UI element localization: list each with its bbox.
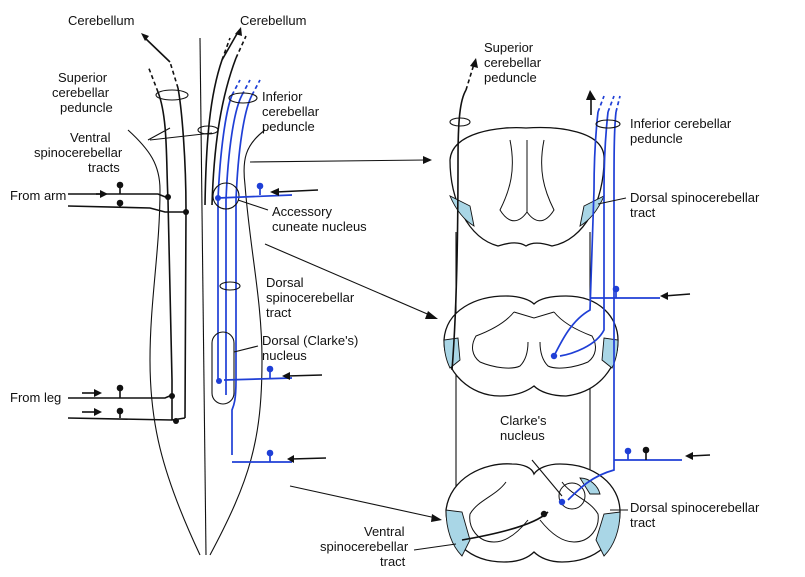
arrow-cerebellum-left: [145, 38, 170, 62]
label-clarkes-nucleus-left: Dorsal (Clarke's) nucleus: [262, 333, 362, 363]
label-accessory-cuneate: Accessory cuneate nucleus: [272, 204, 367, 234]
label-cerebellum-right: Cerebellum: [240, 13, 306, 28]
accessory-bulb: [257, 183, 264, 190]
clarke-dot-left: [216, 378, 222, 384]
right-arrowhead-mid: [660, 292, 668, 300]
label-inferior-peduncle-right: Inferior cerebellar peduncle: [630, 116, 735, 146]
label-superior-peduncle-left: Superior cerebellar peduncle: [52, 70, 113, 115]
label-ventral-tracts-left: Ventral spinocerebellar tracts: [34, 130, 126, 175]
right-bulb-bottom-black: [643, 447, 650, 454]
leg-nucleus-dot-1: [169, 393, 175, 399]
accessory-input-arrow: [276, 190, 318, 192]
lower-bulb: [267, 450, 274, 457]
superior-peduncle-ring: [156, 90, 188, 100]
label-ventral-tract-right: Ventral spinocerebellar tract: [320, 524, 412, 569]
projection-arrowhead-mid: [425, 311, 438, 319]
leg-input-2: [68, 418, 185, 420]
clarke-bulb: [267, 366, 274, 373]
right-arrowhead-bottom: [685, 452, 693, 460]
ventral-dot-right: [541, 511, 547, 517]
leg-bulb-2: [117, 408, 124, 415]
dorsal-tract-blue-1: [218, 95, 232, 380]
pointer-clarke: [234, 346, 258, 352]
arm-arrowhead-1: [100, 190, 108, 198]
right-bulb-bottom-blue: [625, 448, 632, 455]
lower-input-arrow: [291, 458, 326, 459]
dorsal-dot-right-mid: [551, 353, 557, 359]
peduncle-dash-2: [170, 62, 178, 88]
peduncle-dash-1: [148, 66, 158, 92]
label-dorsal-tract-right-top: Dorsal spinocerebellar tract: [630, 190, 763, 220]
label-from-leg: From leg: [10, 390, 61, 405]
cross-section-middle: [444, 296, 618, 396]
dorsal-right-dash: [598, 96, 620, 112]
projection-arrowhead-bottom: [431, 514, 442, 522]
dorsal-tract-blue-3: [232, 95, 252, 455]
accessory-input-blue: [218, 195, 292, 198]
label-dorsal-tract-left: Dorsal spinocerebellar tract: [266, 275, 358, 320]
cross-section-top: [450, 128, 604, 246]
pointer-ventral: [148, 128, 212, 140]
label-clarkes-nucleus-right: Clarke's nucleus: [500, 413, 550, 443]
projection-arrow-top: [250, 160, 426, 162]
arm-bulb-1: [117, 182, 124, 189]
dorsal-ring-left: [220, 282, 240, 290]
arm-bulb-2: [117, 200, 124, 207]
label-superior-peduncle-right: Superior cerebellar peduncle: [484, 40, 545, 85]
peduncle-dash-4: [236, 36, 246, 58]
ventral-tract-2: [178, 88, 186, 418]
leg-nucleus-dot-2: [173, 418, 179, 424]
pointer-ventral-right: [414, 544, 456, 550]
arrow-cerebellum-right: [222, 32, 238, 60]
pointer-accessory: [238, 200, 268, 210]
cord-midline: [200, 38, 206, 555]
inferior-ring-right: [596, 120, 620, 128]
accessory-input-arrowhead: [270, 188, 279, 196]
clarke-nucleus-capsule: [212, 332, 234, 404]
projection-arrowhead-top: [423, 156, 432, 164]
superior-arrowhead-right: [470, 58, 478, 68]
superior-tract-right-dash: [466, 64, 474, 90]
arm-nucleus-dot-1: [165, 194, 171, 200]
labels: Cerebellum Cerebellum Superior cerebella…: [10, 13, 763, 569]
arm-input-1: [68, 194, 168, 198]
ventral-tract-1: [158, 92, 172, 420]
right-bulb-mid: [613, 286, 620, 293]
leg-bulb-1: [117, 385, 124, 392]
label-cerebellum-left: Cerebellum: [68, 13, 134, 28]
label-dorsal-tract-right-bottom: Dorsal spinocerebellar tract: [630, 500, 763, 530]
arm-nucleus-dot-2: [183, 209, 189, 215]
projection-arrow-bottom: [290, 486, 436, 518]
label-inferior-peduncle-left: Inferior cerebellar peduncle: [262, 89, 323, 134]
label-from-arm: From arm: [10, 188, 66, 203]
dorsal-dot-right-bottom: [559, 499, 565, 505]
clarke-input-arrow: [287, 375, 322, 376]
